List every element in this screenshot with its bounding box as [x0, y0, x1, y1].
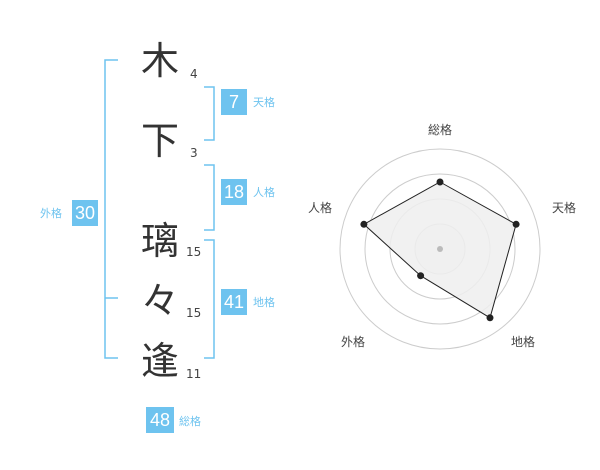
gaikaku-bracket	[104, 59, 118, 359]
stroke-count-1: 4	[190, 67, 198, 81]
radar-ring	[339, 148, 541, 350]
name-char-1: 木	[140, 39, 179, 83]
radar-label-soukaku: 総格	[428, 123, 453, 137]
radar-point-4	[417, 272, 425, 280]
chikaku-value: 41	[221, 289, 247, 315]
tenkaku-bracket	[204, 86, 215, 141]
jinkaku-bracket	[204, 164, 215, 231]
chikaku-bracket	[204, 239, 215, 359]
radar-points	[360, 178, 520, 322]
radar-center-dot	[437, 246, 443, 252]
stroke-count-4: 15	[186, 306, 202, 320]
radar-label-tenkaku: 天格	[552, 201, 577, 215]
stroke-count-2: 3	[190, 146, 198, 160]
stroke-count-5: 11	[186, 367, 202, 381]
name-char-3: 璃	[140, 219, 179, 263]
soukaku-label: 総格	[179, 415, 201, 428]
radar-label-chikaku: 地格	[511, 335, 536, 349]
radar-label-gaikaku: 外格	[341, 335, 366, 349]
radar-point-3	[486, 314, 494, 322]
name-char-5: 逢	[140, 339, 179, 383]
radar-ring	[364, 173, 516, 325]
tenkaku-value: 7	[221, 89, 247, 115]
name-char-2: 下	[140, 119, 179, 163]
radar-point-5	[360, 220, 368, 228]
gaikaku-label: 外格	[40, 207, 62, 220]
radar-point-1	[436, 178, 444, 186]
radar-label-jinkaku: 人格	[308, 201, 333, 215]
stroke-count-3: 15	[186, 245, 202, 259]
chikaku-label: 地格	[253, 296, 275, 309]
soukaku-value: 48	[146, 407, 174, 433]
jinkaku-label: 人格	[253, 186, 275, 199]
tenkaku-label: 天格	[253, 96, 275, 109]
name-char-4: 々	[140, 279, 179, 323]
gaikaku-value: 30	[72, 200, 98, 226]
radar-point-2	[512, 220, 520, 228]
jinkaku-value: 18	[221, 179, 247, 205]
